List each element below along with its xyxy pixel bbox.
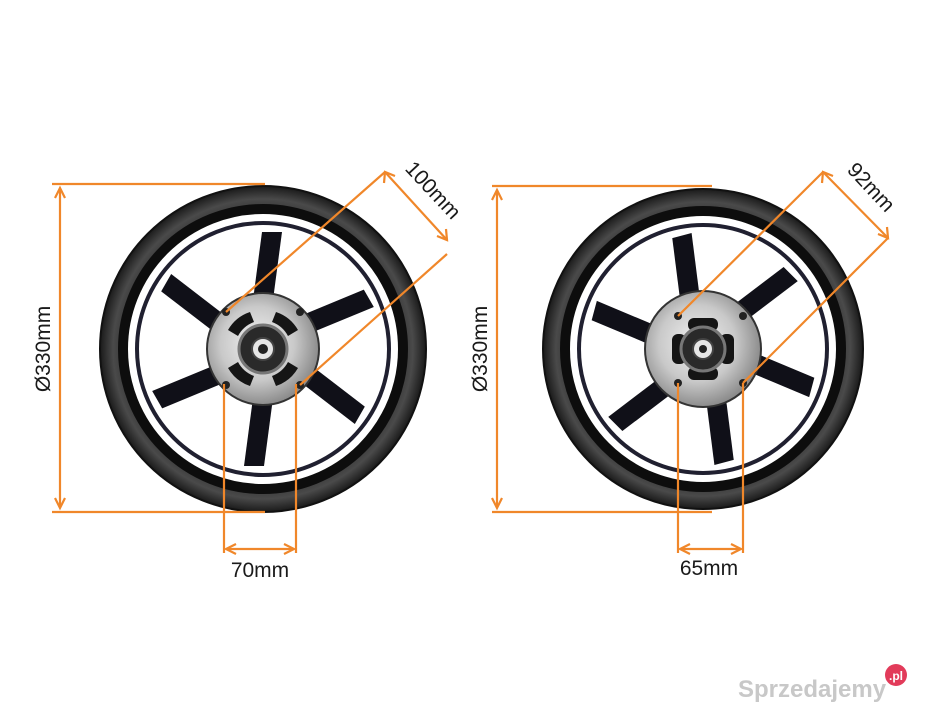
left-wheel <box>99 185 427 513</box>
left-pcd-arrow-a <box>382 170 396 184</box>
right-bolt-arrow-left <box>677 543 691 555</box>
right-pcd-line <box>822 171 889 239</box>
right-bolt-arrow-right <box>730 543 744 555</box>
watermark-text: Sprzedajemy <box>738 676 887 703</box>
left-bolt-arrow-right <box>283 543 297 555</box>
right-pcd-label: 92mm <box>842 158 899 216</box>
left-pcd-arrow-b <box>436 228 449 242</box>
right-pcd-arrow-b <box>877 226 890 240</box>
right-pcd-extension-a <box>677 171 824 317</box>
left-wheel-hub <box>206 292 320 406</box>
right-wheel-spokes <box>591 233 815 465</box>
left-pcd-extension-b <box>299 253 448 386</box>
right-bolt-width-label: 65mm <box>680 557 738 580</box>
left-pcd-extension-a <box>225 171 386 313</box>
left-bolt-arrow-left <box>223 543 237 555</box>
right-wheel-hub <box>644 290 762 408</box>
watermark-badge-circle <box>885 664 907 686</box>
left-diameter-label: Ø330mm <box>32 306 55 392</box>
right-pcd-extension-b <box>742 237 889 384</box>
right-dimension-lines <box>491 170 890 555</box>
right-diameter-arrow-top <box>491 187 503 201</box>
left-pcd-line <box>384 171 448 241</box>
left-bolt-width-label: 70mm <box>231 559 289 582</box>
left-diameter-arrow-top <box>54 185 66 199</box>
left-dimension-lines <box>52 170 449 555</box>
left-pcd-label: 100mm <box>400 157 465 224</box>
right-pcd-arrow-a <box>820 170 834 184</box>
right-wheel <box>542 188 864 510</box>
watermark: Sprzedajemy .pl <box>738 664 907 703</box>
right-diameter-arrow-bottom <box>491 497 503 511</box>
right-diameter-label: Ø330mm <box>469 306 492 392</box>
left-diameter-arrow-bottom <box>54 497 66 511</box>
watermark-badge: .pl <box>889 669 903 683</box>
